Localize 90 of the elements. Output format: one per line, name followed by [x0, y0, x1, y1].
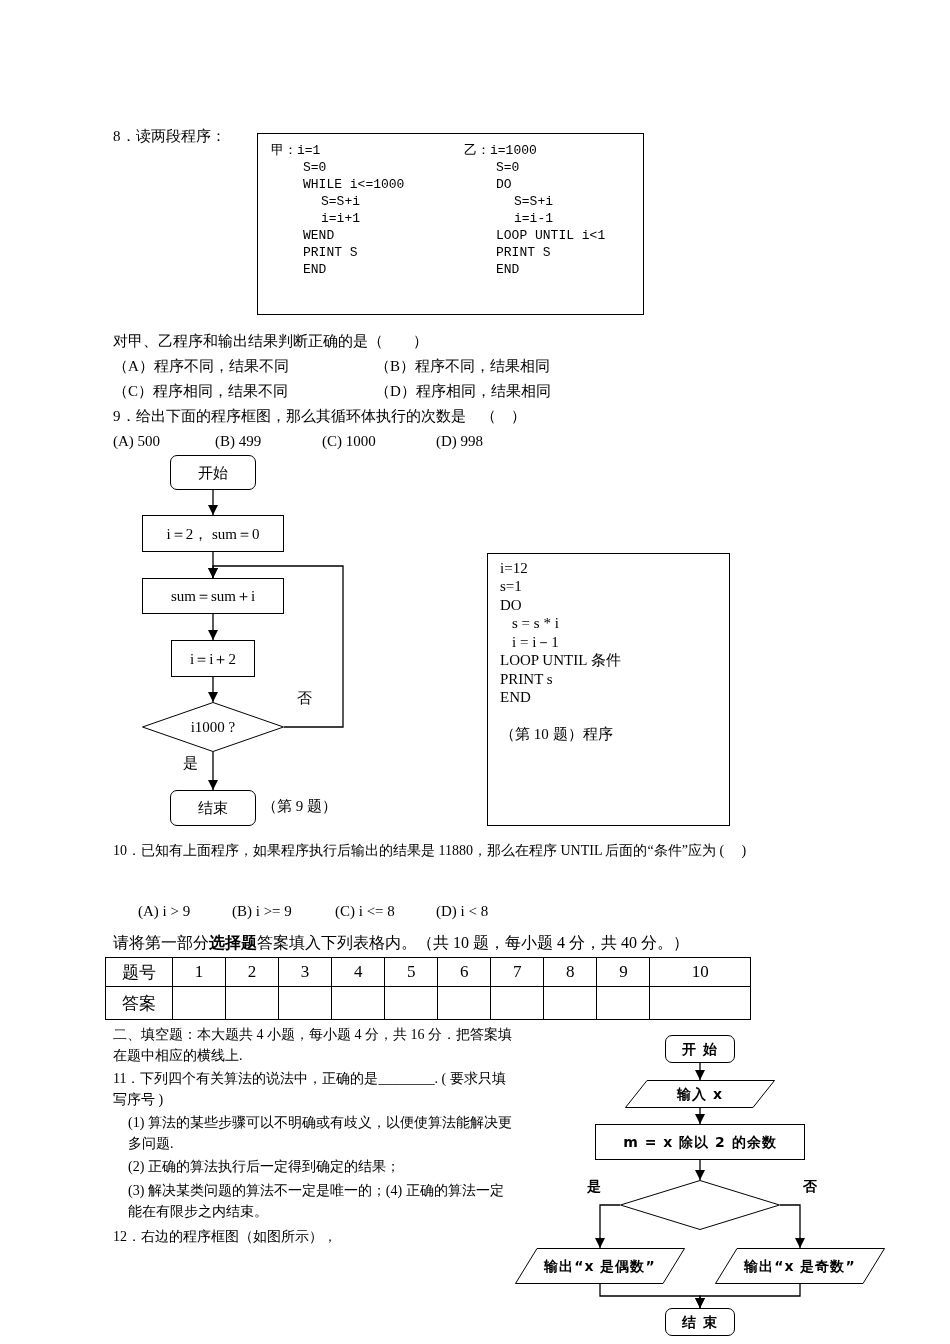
option-text: (C) i <= 8 — [335, 902, 395, 921]
code-box — [257, 133, 644, 315]
code-line: i = i－1 — [512, 634, 559, 651]
code-line: i=12 — [500, 560, 528, 577]
option-text: （B）程序不同，结果相同 — [375, 357, 550, 376]
option-text: （C）程序相同，结果不同 — [113, 382, 288, 401]
process-box: sum＝sum＋i — [142, 578, 284, 614]
question-text: 12．右边的程序框图（如图所示）， — [113, 1228, 338, 1246]
option-text: (D) i < 8 — [436, 902, 489, 921]
arrow — [595, 1204, 621, 1249]
code-line: WEND — [303, 227, 335, 244]
arrow — [695, 1107, 705, 1125]
code-line: S=0 — [496, 159, 520, 176]
code-line: s = s * i — [512, 615, 559, 632]
question-text: 9．给出下面的程序框图，那么其循环体执行的次数是 （ ） — [113, 407, 526, 426]
caption-text: （第 9 题） — [262, 797, 337, 816]
question-text: 8．读两段程序： — [113, 127, 226, 146]
code-line: 乙：i=1000 — [464, 142, 537, 159]
process-box: m = x 除以 2 的余数 — [595, 1124, 805, 1160]
table-cell: 1 — [172, 957, 226, 987]
table-cell: 9 — [596, 957, 650, 987]
statement-text: (2) 正确的算法执行后一定得到确定的结果； — [128, 1158, 401, 1176]
edge-label: 否 — [802, 1178, 818, 1194]
code-line: DO — [500, 597, 522, 614]
code-line: PRINT s — [500, 671, 553, 688]
question-text: 10．已知有上面程序，如果程序执行后输出的结果是 11880，那么在程序 UNTIL 后面的“条件”应为 ( ) — [113, 842, 748, 860]
option-text: (B) 499 — [215, 432, 262, 451]
table-cell: 8 — [543, 957, 597, 987]
edge-label: 是 — [182, 755, 199, 772]
code-line: PRINT S — [303, 244, 358, 261]
code-line: 甲：i=1 — [271, 142, 321, 159]
code-line: i=i-1 — [514, 210, 553, 227]
code-line: END — [500, 689, 531, 706]
arrow — [695, 1062, 705, 1081]
code-line: S=S+i — [514, 193, 553, 210]
code-line: LOOP UNTIL i<1 — [496, 227, 606, 244]
code-line: （第 10 题）程序 — [500, 726, 613, 743]
io-text: 输入 x — [677, 1085, 723, 1103]
table-cell: 6 — [437, 957, 491, 987]
table-cell: 3 — [278, 957, 332, 987]
code-line: END — [303, 261, 327, 278]
terminal-box: 结 束 — [665, 1308, 735, 1336]
table-cell: 7 — [490, 957, 544, 987]
question-text: 对甲、乙程序和输出结果判断正确的是（ ） — [113, 332, 428, 351]
code-line: DO — [496, 176, 512, 193]
option-text: (A) 500 — [113, 432, 161, 451]
arrow — [779, 1204, 805, 1249]
code-box — [487, 553, 730, 826]
section-heading: 二、填空题：本大题共 4 小题，每小题 4 分，共 16 分．把答案填在题中相应的横线上. — [113, 1026, 513, 1065]
option-text: (A) i > 9 — [138, 902, 191, 921]
table-cell: 10 — [649, 957, 751, 987]
table-cell: 答案 — [105, 986, 173, 1020]
table-cell: 题号 — [105, 957, 173, 987]
code-line: s=1 — [500, 578, 522, 595]
code-line: PRINT S — [496, 244, 551, 261]
process-box: i＝i＋2 — [171, 640, 255, 677]
statement-text: (1) 算法的某些步骤可以不明确或有歧义，以便使算法能解决更多问题. — [128, 1114, 513, 1153]
option-text: (B) i >= 9 — [232, 902, 292, 921]
option-text: (C) 1000 — [322, 432, 376, 451]
arrow — [695, 1283, 801, 1309]
arrow — [208, 613, 218, 641]
condition-text: i1000 ? — [190, 718, 236, 736]
edge-label: 否 — [296, 690, 313, 707]
statement-text: (3) 解决某类问题的算法不一定是唯一的；(4) 正确的算法一定能在有限步之内结束。 — [128, 1182, 505, 1221]
code-line: S=0 — [303, 159, 327, 176]
code-line: END — [496, 261, 520, 278]
edge-label: 是 — [586, 1178, 602, 1194]
code-line: WHILE i<=1000 — [303, 176, 405, 193]
instruction-text: 请将第一部分选择题答案填入下列表格内。（共 10 题，每小题 4 分，共 40 分。） — [113, 933, 689, 953]
option-text: (D) 998 — [436, 432, 484, 451]
io-text: 输出“x 是奇数” — [744, 1257, 856, 1275]
process-box: i＝2， sum＝0 — [142, 515, 284, 552]
code-line: LOOP UNTIL 条件 — [500, 652, 621, 669]
arrow — [208, 489, 218, 516]
code-line: S=S+i — [321, 193, 360, 210]
option-text: （A）程序不同，结果不同 — [113, 357, 289, 376]
table-cell: 2 — [225, 957, 279, 987]
arrow — [208, 676, 218, 703]
terminal-box: 开始 — [170, 455, 256, 490]
option-text: （D）程序相同，结果相同 — [375, 382, 551, 401]
terminal-box: 结束 — [170, 790, 256, 826]
table-cell: 5 — [384, 957, 438, 987]
terminal-box: 开 始 — [665, 1035, 735, 1063]
arrow — [208, 565, 344, 728]
table-cell: 4 — [331, 957, 385, 987]
io-text: 输出“x 是偶数” — [544, 1257, 656, 1275]
question-text: 11．下列四个有关算法的说法中，正确的是________. ( 要求只填写序号 ) — [113, 1070, 507, 1109]
arrow — [208, 751, 218, 791]
arrow — [695, 1159, 705, 1181]
code-line: i=i+1 — [321, 210, 360, 227]
